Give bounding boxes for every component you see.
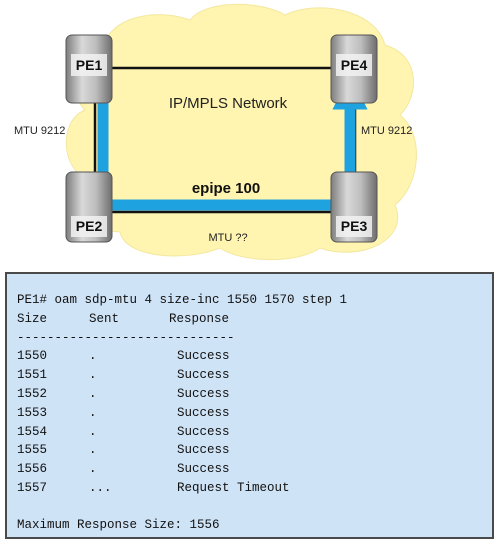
router-pe4-label: PE4 bbox=[341, 57, 368, 73]
row-sent: . bbox=[89, 386, 97, 401]
mtu-left-label: MTU 9212 bbox=[14, 125, 65, 137]
header-response: Response bbox=[169, 311, 230, 326]
row-response: Success bbox=[177, 405, 230, 420]
table-row: 1551 . Success bbox=[17, 366, 492, 385]
router-pe1-label: PE1 bbox=[76, 57, 103, 73]
row-sent: . bbox=[89, 405, 97, 420]
epipe-label: epipe 100 bbox=[192, 180, 260, 197]
table-header: Size Sent Response bbox=[17, 310, 492, 329]
row-size: 1556 bbox=[17, 462, 48, 477]
row-response: Success bbox=[177, 462, 230, 477]
epipe-service-path bbox=[97, 74, 368, 211]
row-response: Success bbox=[177, 424, 230, 439]
row-sent: ... bbox=[89, 480, 112, 495]
row-response: Success bbox=[177, 443, 230, 458]
row-sent: . bbox=[89, 349, 97, 364]
table-row: 1554 . Success bbox=[17, 423, 492, 442]
row-size: 1557 bbox=[17, 480, 48, 495]
router-pe4: PE4 bbox=[330, 34, 378, 104]
row-response: Request Timeout bbox=[177, 480, 290, 495]
row-sent: . bbox=[89, 424, 97, 439]
row-sent: . bbox=[89, 443, 97, 458]
row-size: 1555 bbox=[17, 443, 48, 458]
table-row: 1552 . Success bbox=[17, 385, 492, 404]
row-response: Success bbox=[177, 386, 230, 401]
table-divider: ----------------------------- bbox=[17, 330, 235, 345]
table-row: 1556 . Success bbox=[17, 460, 492, 479]
row-size: 1551 bbox=[17, 368, 48, 383]
max-response-summary: Maximum Response Size: 1556 bbox=[17, 517, 220, 532]
spacer bbox=[17, 498, 492, 516]
table-row: 1550 . Success bbox=[17, 347, 492, 366]
mtu-right-label: MTU 9212 bbox=[361, 125, 412, 137]
row-size: 1552 bbox=[17, 386, 48, 401]
network-diagram: PE1 PE2 PE3 PE4 IP/MPLS Network MTU 9212… bbox=[14, 3, 417, 261]
header-size: Size bbox=[17, 311, 48, 326]
row-size: 1550 bbox=[17, 349, 48, 364]
row-sent: . bbox=[89, 368, 97, 383]
cli-command: PE1# oam sdp-mtu 4 size-inc 1550 1570 st… bbox=[17, 293, 348, 307]
network-label: IP/MPLS Network bbox=[169, 95, 288, 112]
table-row: 1555 . Success bbox=[17, 441, 492, 460]
row-response: Success bbox=[177, 368, 230, 383]
router-pe3-label: PE3 bbox=[341, 218, 368, 234]
router-pe2: PE2 bbox=[65, 171, 113, 243]
mtu-bottom-label: MTU ?? bbox=[208, 232, 247, 244]
row-size: 1553 bbox=[17, 405, 48, 420]
router-pe3: PE3 bbox=[330, 171, 378, 243]
row-response: Success bbox=[177, 349, 230, 364]
router-pe2-label: PE2 bbox=[76, 218, 103, 234]
row-sent: . bbox=[89, 462, 97, 477]
cli-output-panel: PE1# oam sdp-mtu 4 size-inc 1550 1570 st… bbox=[5, 272, 494, 539]
router-pe1: PE1 bbox=[65, 34, 113, 104]
row-size: 1554 bbox=[17, 424, 48, 439]
table-row: 1557 ... Request Timeout bbox=[17, 479, 492, 498]
table-row: 1553 . Success bbox=[17, 404, 492, 423]
header-sent: Sent bbox=[89, 311, 120, 326]
